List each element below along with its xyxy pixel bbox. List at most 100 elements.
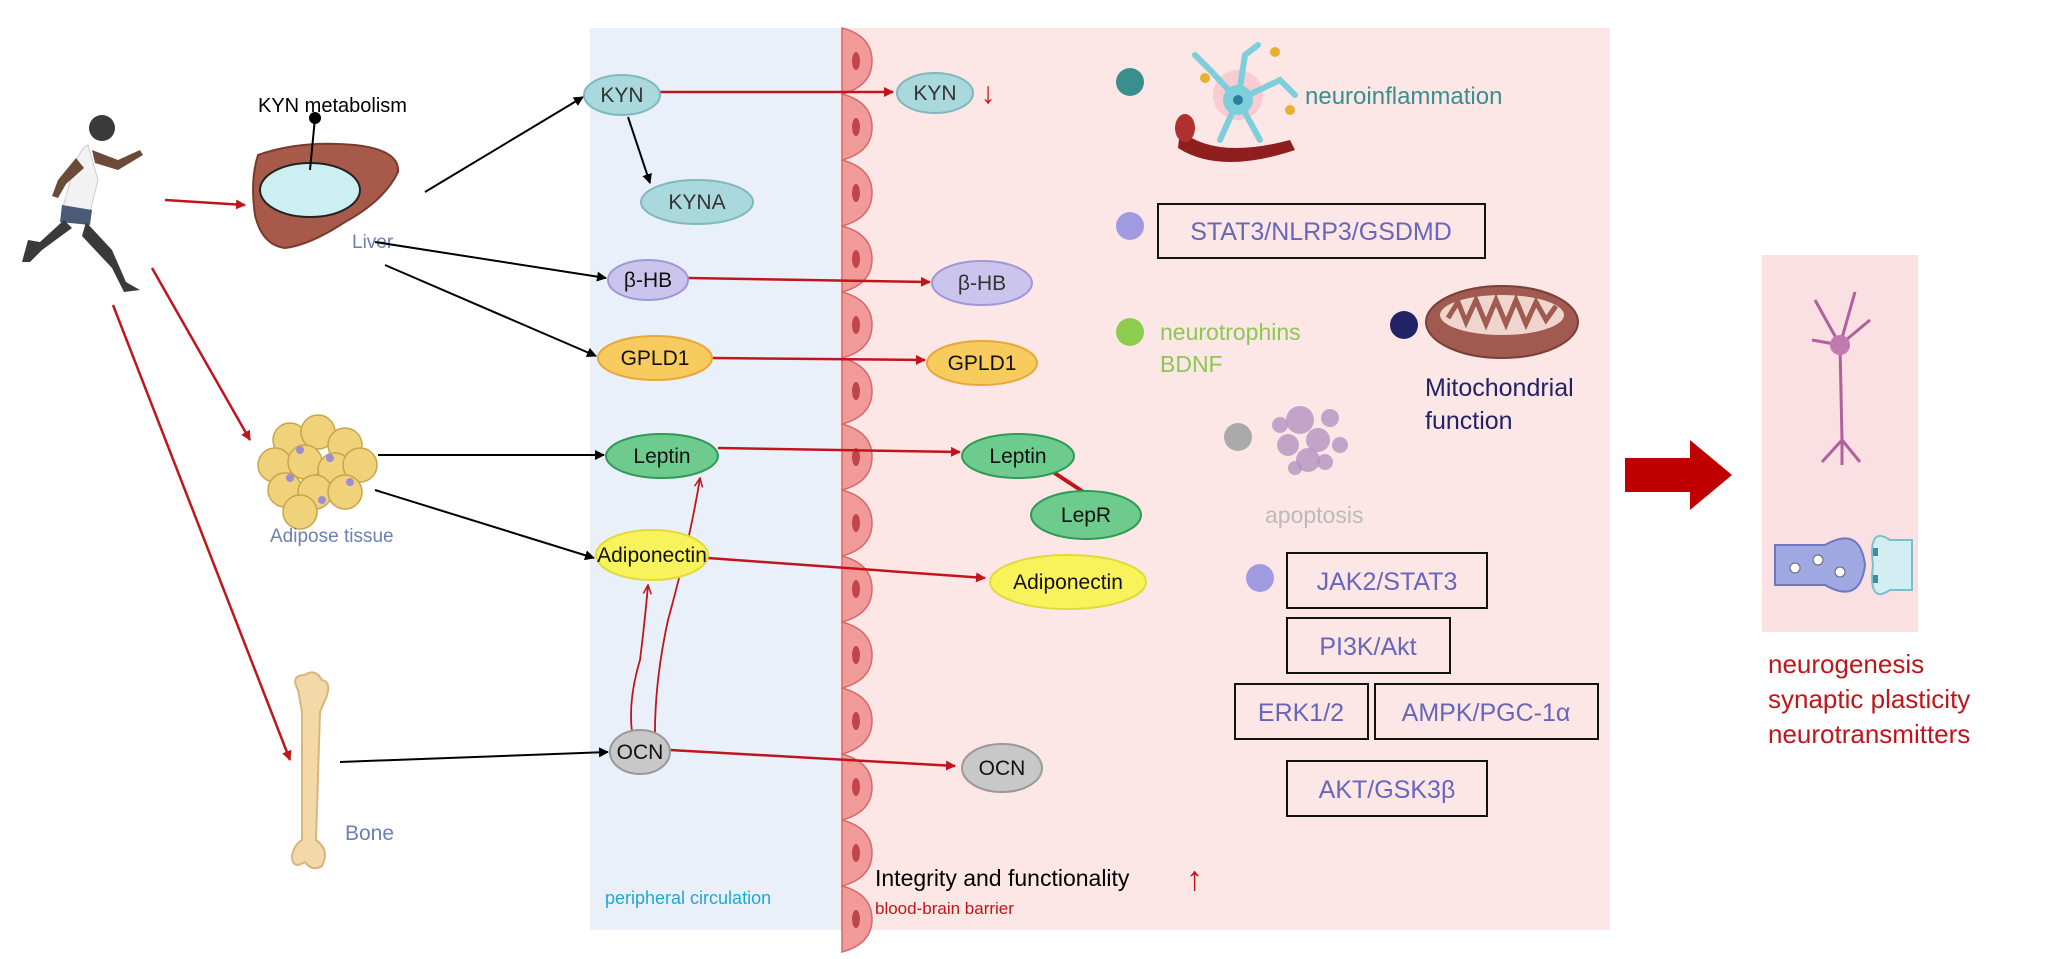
bbb-label: blood-brain barrier — [875, 899, 1014, 918]
liver-icon — [252, 142, 400, 250]
arrow-ocn-brain — [669, 748, 956, 771]
svg-text:Adiponectin: Adiponectin — [597, 544, 707, 567]
pathway-ampk-pgc1a: AMPK/PGC-1α — [1374, 683, 1599, 740]
apoptotic-body — [1272, 417, 1288, 433]
cell-nucleus — [852, 316, 860, 334]
arrow-adiponectin-brain — [707, 556, 986, 583]
exercise-arrows — [111, 87, 1087, 771]
adipocyte — [282, 494, 318, 530]
apoptotic-body — [1332, 437, 1348, 453]
liver-label: Liver — [352, 232, 394, 253]
adipose-label: Adipose tissue — [270, 526, 394, 547]
pointer-dot — [309, 112, 321, 124]
node-bhb: β-HB — [607, 259, 689, 301]
pathway-jak2-stat3: JAK2/STAT3 — [1286, 552, 1488, 609]
svg-text:KYN: KYN — [600, 84, 643, 107]
arrow-gpld1-brain — [711, 354, 926, 365]
peripheral-circulation-label: peripheral circulation — [605, 888, 771, 908]
runner-icon — [22, 115, 143, 292]
svg-text:β-HB: β-HB — [624, 269, 672, 292]
apoptosis-label: apoptosis — [1265, 502, 1363, 528]
arrow-liver-bhb — [374, 241, 607, 282]
brain-panel — [840, 28, 1610, 930]
bbb-integrity-label: Integrity and functionality — [875, 865, 1130, 891]
arrow-exercise-liver — [164, 198, 246, 210]
arrow-leptin-brain — [717, 446, 961, 457]
apoptotic-body — [1277, 434, 1299, 456]
endothelial-cells — [841, 27, 873, 953]
mitochondria-bullet — [1390, 311, 1418, 339]
adipose-cell-dot — [286, 474, 294, 482]
node-kyna: KYNA — [640, 179, 754, 225]
arrow-ocn-adiponectin — [630, 585, 648, 733]
cell-nucleus — [852, 712, 860, 730]
kyn-decrease-arrow: ↓ — [981, 77, 996, 110]
kyn-metabolism-label: KYN metabolism — [258, 95, 407, 117]
bbb-increase-arrow: ↑ — [1186, 860, 1203, 898]
svg-text:Leptin: Leptin — [633, 445, 690, 468]
cell-nucleus — [852, 646, 860, 664]
stat3-bullet — [1116, 212, 1144, 240]
svg-text:Leptin: Leptin — [989, 445, 1046, 468]
svg-text:β-HB: β-HB — [958, 272, 1006, 295]
arrow-bhb-brain — [687, 276, 931, 287]
arrow-liver-kyn — [424, 96, 584, 193]
synapse-icon — [1774, 534, 1913, 596]
brain-node-bhb: β-HB — [931, 260, 1033, 306]
arrow-exercise-bone — [111, 304, 292, 761]
function-label: function — [1425, 407, 1513, 435]
apoptotic-body — [1288, 461, 1302, 475]
cell-nucleus — [852, 382, 860, 400]
cell-nucleus — [852, 844, 860, 862]
apoptotic-body — [1296, 448, 1320, 472]
cell-nucleus — [852, 580, 860, 598]
svg-text:OCN: OCN — [979, 757, 1026, 780]
brain-nodes: KYN ↓ β-HB GPLD1 Leptin LepR Adiponectin… — [896, 72, 1147, 793]
kyn-metabolism-pointer — [309, 117, 316, 171]
neuroinflammation-bullet — [1116, 68, 1144, 96]
adipocyte — [287, 444, 323, 480]
neuron-icon — [1811, 291, 1871, 465]
arrow-adipose-adiponectin — [374, 489, 595, 561]
apoptosis-bullet — [1224, 423, 1252, 451]
svg-text:Adiponectin: Adiponectin — [1013, 571, 1123, 594]
peripheral-circulation-panel — [590, 28, 840, 930]
apoptotic-body — [1321, 409, 1339, 427]
svg-text:GPLD1: GPLD1 — [948, 352, 1017, 375]
cell-nucleus — [852, 778, 860, 796]
svg-text:ERK1/2: ERK1/2 — [1258, 699, 1344, 727]
brain-node-lepr: LepR — [1030, 490, 1142, 540]
svg-text:LepR: LepR — [1061, 504, 1111, 527]
outcome-neurotransmitters: neurotransmitters — [1768, 719, 1970, 749]
brain-node-adiponectin: Adiponectin — [989, 554, 1147, 610]
neuroinflammation-label: neuroinflammation — [1305, 83, 1502, 110]
bone-label: Bone — [345, 822, 394, 845]
mitochondrial-label: Mitochondrial — [1425, 374, 1574, 402]
svg-text:OCN: OCN — [617, 741, 664, 764]
brain-node-ocn: OCN — [961, 743, 1043, 793]
circulation-nodes: KYN KYNA β-HB GPLD1 Leptin Adiponectin O… — [583, 74, 754, 775]
apoptotic-cell-icon — [1272, 406, 1348, 475]
svg-text:AKT/GSK3β: AKT/GSK3β — [1319, 776, 1456, 804]
cell-nucleus — [852, 448, 860, 466]
node-leptin: Leptin — [605, 433, 719, 479]
node-adiponectin: Adiponectin — [595, 529, 709, 581]
microglia-vessel-icon — [1175, 42, 1298, 163]
adipose-cell-dot — [326, 454, 334, 462]
cell-nucleus — [852, 250, 860, 268]
apoptotic-body — [1286, 406, 1314, 434]
svg-text:KYN: KYN — [913, 82, 956, 105]
svg-text:JAK2/STAT3: JAK2/STAT3 — [1317, 568, 1458, 596]
adipocyte — [342, 447, 378, 483]
adipocyte — [327, 474, 363, 510]
arrow-liver-gpld1 — [384, 264, 597, 358]
svg-text:GPLD1: GPLD1 — [621, 347, 690, 370]
mitochondrion-icon — [1425, 285, 1579, 359]
neurotrophins-label: neurotrophins — [1160, 319, 1301, 345]
pathway-boxes: JAK2/STAT3 PI3K/Akt ERK1/2 AMPK/PGC-1α A… — [1234, 552, 1599, 817]
cell-nucleus — [852, 52, 860, 70]
cell-nucleus — [852, 514, 860, 532]
pathway-pi3k-akt: PI3K/Akt — [1286, 617, 1451, 674]
apoptotic-body — [1317, 454, 1333, 470]
